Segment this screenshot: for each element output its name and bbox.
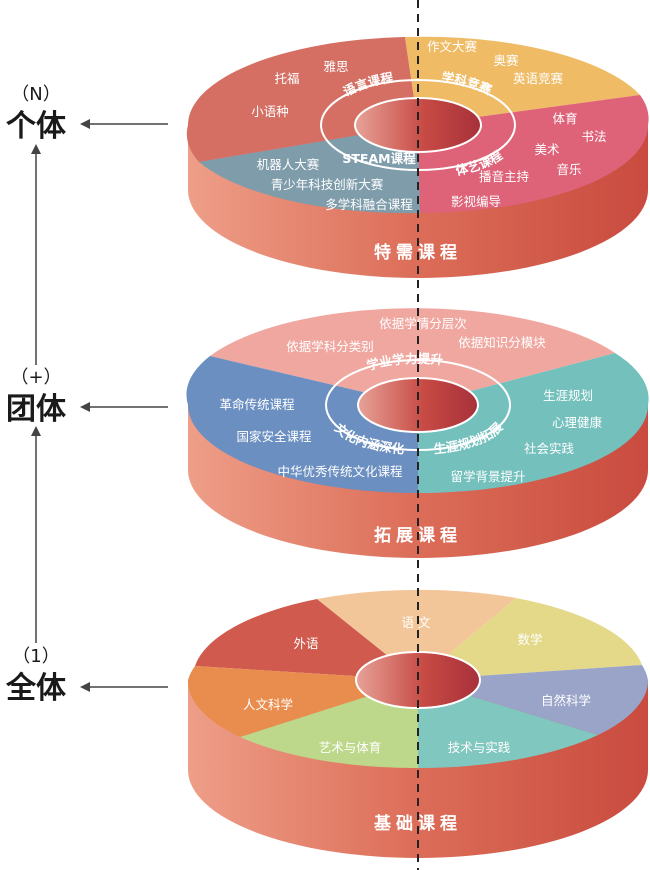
tier-middle: 学业学力提升 文化内涵深化 生涯规划拓展 依据学情分层次 依据学科分类别 依据知… xyxy=(186,308,649,558)
level-mark-group: （+） xyxy=(10,367,61,388)
seg-calligraphy: 书法 xyxy=(581,129,606,144)
segment-chinese xyxy=(317,589,516,680)
seg-interdisciplinary: 多学科融合课程 xyxy=(325,197,413,212)
seg-revolutionary-tradition: 革命传统课程 xyxy=(219,397,295,412)
segment-competition xyxy=(405,36,640,125)
seg-robotics: 机器人大赛 xyxy=(257,157,320,172)
seg-foreign-language: 外语 xyxy=(293,636,318,651)
tier-bottom-base-label: 基础课程 xyxy=(373,813,462,834)
seg-youth-innovation: 青少年科技创新大赛 xyxy=(271,177,384,192)
segment-arts-sports xyxy=(240,680,418,769)
level-mark-individual: （N） xyxy=(11,84,60,105)
segment-career xyxy=(418,353,649,493)
seg-mental-health: 心理健康 xyxy=(552,415,603,430)
tier-bottom: 外语 语 文 数学 自然科学 技术与实践 艺术与体育 人文科学 基础课程 xyxy=(187,589,649,858)
seg-by-subject: 依据学科分类别 xyxy=(286,339,374,354)
seg-study-abroad: 留学背景提升 xyxy=(450,469,525,484)
seg-essay-contest: 作文大赛 xyxy=(427,39,478,54)
seg-national-security: 国家安全课程 xyxy=(236,429,312,444)
seg-minor-language: 小语种 xyxy=(251,104,289,119)
seg-broadcasting: 播音主持 xyxy=(479,169,529,184)
segment-steam xyxy=(199,125,420,214)
level-label-all: 全体 xyxy=(5,671,67,706)
segment-foreign-language xyxy=(195,599,418,680)
level-label-group: 团体 xyxy=(6,392,67,427)
seg-music: 音乐 xyxy=(556,162,581,177)
level-mark-all: （1） xyxy=(12,646,59,667)
seg-english-contest: 英语竞赛 xyxy=(513,71,564,86)
segment-culture xyxy=(186,356,418,493)
seg-olympiad: 奥赛 xyxy=(493,53,519,68)
tier-top-base-label: 特需课程 xyxy=(374,242,462,263)
ring-label-steam: STEAM课程 xyxy=(342,151,416,166)
segment-academic xyxy=(210,308,615,405)
seg-ielts: 雅思 xyxy=(323,59,348,74)
tier-top: 语言课程 学科竞赛 体艺课程 STEAM课程 托福 雅思 小语种 作文大赛 奥赛… xyxy=(186,36,649,278)
segment-technology xyxy=(418,680,598,769)
seg-social-practice: 社会实践 xyxy=(524,441,575,456)
level-label-individual: 个体 xyxy=(6,109,67,144)
seg-career-planning: 生涯规划 xyxy=(543,388,593,403)
seg-by-learning-level: 依据学情分层次 xyxy=(379,316,467,331)
seg-by-knowledge-module: 依据知识分模块 xyxy=(458,335,546,350)
segment-math xyxy=(418,598,642,680)
seg-math: 数学 xyxy=(517,632,542,647)
seg-film-directing: 影视编导 xyxy=(451,194,501,209)
seg-arts-sports: 艺术与体育 xyxy=(319,740,382,755)
seg-technology: 技术与实践 xyxy=(448,740,511,755)
seg-sports: 体育 xyxy=(552,111,577,126)
seg-toefl: 托福 xyxy=(274,71,299,86)
seg-traditional-culture: 中华优秀传统文化课程 xyxy=(277,464,403,479)
seg-chinese: 语 文 xyxy=(402,615,431,630)
seg-fine-arts: 美术 xyxy=(534,142,560,157)
seg-humanities: 人文科学 xyxy=(243,697,293,712)
level-indicators: （N） 个体 （+） 团体 （1） 全体 xyxy=(5,84,168,706)
tier-middle-base-label: 拓展课程 xyxy=(374,526,462,546)
seg-natural-science: 自然科学 xyxy=(541,693,591,708)
